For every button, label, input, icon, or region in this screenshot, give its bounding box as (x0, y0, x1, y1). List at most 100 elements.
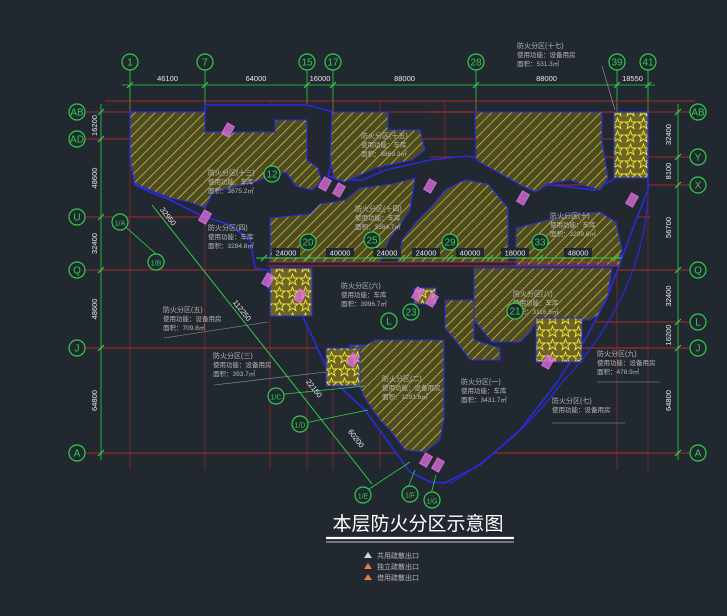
zone-name: 防火分区(十) (550, 211, 590, 220)
right-dimension-32400: 32400 (664, 286, 673, 307)
left-axis-J-label: J (75, 344, 80, 355)
zone-name: 防火分区(七) (552, 396, 592, 405)
stair-core-3 (535, 317, 583, 363)
zone-name: 防火分区(五) (163, 305, 203, 314)
hatched-zone-2 (329, 111, 426, 183)
hatched-zone-5 (474, 111, 609, 193)
diag-axis-0-label: 1/A (115, 221, 126, 228)
legend-exit-icon (364, 563, 372, 569)
middle-dimension-bg (501, 248, 529, 257)
top-axis-41-label: 41 (642, 58, 654, 69)
top-axis-41-circle (639, 53, 657, 71)
mid-axis-20-circle (299, 233, 317, 251)
zone-area: 面积：3209.8㎡ (550, 229, 596, 238)
left-axis-U-circle (68, 208, 86, 226)
right-axis-Q-circle (689, 261, 707, 279)
zone-name: 防火分区(九) (597, 349, 637, 358)
left-axis-A-label: A (74, 449, 81, 460)
dimension-tick (260, 254, 268, 262)
diag-axis-5-circle (401, 485, 419, 503)
dimension-tick (304, 254, 312, 262)
exit-marker-12 (430, 457, 446, 473)
zone-use: 使用功能：车库 (355, 213, 401, 222)
top-axis-28-label: 28 (470, 58, 482, 69)
zone-area: 面积：3116.6㎡ (513, 307, 559, 316)
mid-axis-25-circle (363, 231, 381, 249)
exit-marker-5 (624, 192, 640, 208)
middle-dimension-24000: 24000 (276, 249, 297, 258)
top-dimension-46100: 46100 (157, 74, 178, 83)
middle-dimension-bg (373, 248, 401, 257)
middle-dimension-24000: 24000 (377, 249, 398, 258)
diag-axis-2-label: 1/C (271, 395, 282, 402)
zone-use: 使用功能：车库 (550, 220, 596, 229)
exit-markers (197, 122, 640, 473)
mid-axis-25-label: 25 (366, 236, 378, 247)
top-axis-17-label: 17 (327, 58, 339, 69)
right-axis-X-label: X (695, 181, 702, 192)
exit-marker-2 (331, 182, 347, 198)
diagonal-dimension-60200: 60200 (346, 427, 366, 449)
right-axis-A-label: A (695, 449, 702, 460)
top-dimension-88000: 88000 (394, 74, 415, 83)
dimension-tick (536, 254, 544, 262)
mid-axis-12-circle (263, 165, 281, 183)
zone-use: 使用功能：车库 (513, 298, 559, 307)
zone-name: 防火分区(八) (513, 289, 553, 298)
zone-use: 使用功能：设备用房 (552, 405, 611, 414)
zone-label-12: 防火分区(七)使用功能：设备用房 (552, 396, 611, 414)
right-axis-AB-label: AB (691, 108, 705, 119)
zone-area: 面积：3284.8㎡ (208, 241, 254, 250)
top-axis-7-circle (196, 53, 214, 71)
zone-name: 防火分区(六) (341, 281, 381, 290)
dimension-tick (612, 254, 620, 262)
top-dimension-64000: 64000 (246, 74, 267, 83)
zone-use: 使用功能：车库 (208, 177, 254, 186)
diag-axis-5-label: 1/F (405, 493, 415, 500)
hatched-zone-4 (397, 179, 509, 263)
diag-axis-4-label: 1/E (358, 494, 369, 501)
zone-leader-line (213, 371, 327, 386)
zone-area: 面积：531.3㎡ (517, 59, 560, 68)
right-dimension-56700: 56700 (664, 217, 673, 238)
middle-dimension-48000: 48000 (568, 249, 589, 258)
mid-axis-20-label: 20 (302, 238, 314, 249)
exit-marker-8 (410, 286, 426, 302)
top-axis-7-label: 7 (202, 58, 208, 69)
exit-marker-13 (220, 122, 236, 138)
zone-name: 防火分区(十四) (355, 204, 402, 213)
right-axis-AB-circle (689, 103, 707, 121)
exit-marker-6 (260, 272, 276, 288)
top-axis-39-circle (608, 53, 626, 71)
zone-leader-line (601, 65, 616, 111)
zone-use: 使用功能：车库 (208, 232, 254, 241)
right-dimension-32400: 32400 (664, 124, 673, 145)
right-axis-X-circle (689, 176, 707, 194)
zone-use: 使用功能：车库 (341, 290, 387, 299)
left-axis-AD-circle (68, 130, 86, 148)
diag-axis-2-circle (267, 387, 285, 405)
top-axis-1-label: 1 (127, 58, 133, 69)
left-dimension-48600: 48600 (90, 299, 99, 320)
top-axis-17-circle (324, 53, 342, 71)
middle-dimension-18000: 18000 (505, 249, 526, 258)
building-outline (129, 104, 649, 485)
legend-exit-icon (364, 552, 372, 558)
zone-name: 防火分区(三) (213, 351, 253, 360)
zone-area: 面积：393.7㎡ (213, 369, 256, 378)
diag-axis-1-label: 1/B (151, 261, 162, 268)
inner-axis-23-label: 23 (405, 308, 417, 319)
left-axis-J-circle (68, 339, 86, 357)
mid-axis-29-circle (441, 233, 459, 251)
right-dimension-64800: 64800 (664, 390, 673, 411)
left-axis-AB-circle (68, 103, 86, 121)
